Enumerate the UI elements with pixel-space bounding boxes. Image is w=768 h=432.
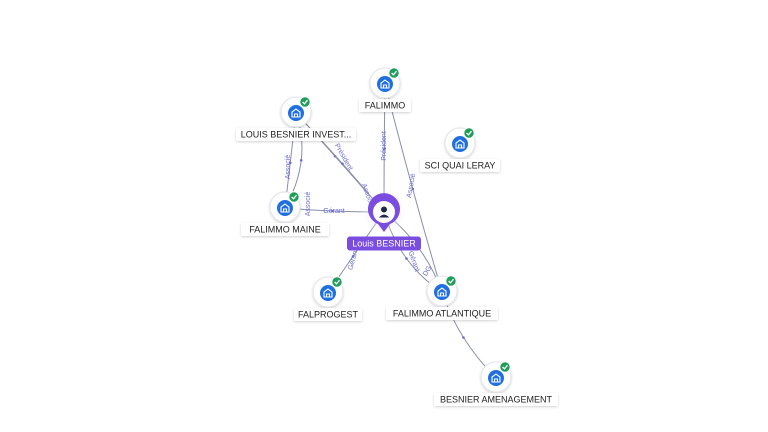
company-node-atlantique[interactable]: FALIMMO ATLANTIQUE: [386, 275, 498, 320]
relation-arrow: [382, 147, 386, 151]
person-label-bg: [347, 236, 421, 251]
company-label: LOUIS BESNIER INVEST...: [241, 130, 352, 140]
check-badge-icon: [445, 275, 457, 287]
check-badge-icon: [499, 361, 511, 373]
company-label: BESNIER AMENAGEMENT: [440, 395, 553, 405]
building-icon: [288, 105, 304, 121]
relation-arrow: [288, 161, 292, 165]
building-icon: [377, 76, 393, 92]
check-badge-icon: [331, 276, 343, 288]
relation-arrow: [299, 158, 303, 162]
check-badge-icon: [288, 191, 300, 203]
company-label-bg: [434, 393, 558, 406]
person-name: Louis BESNIER: [352, 239, 416, 249]
company-label-bg: [241, 223, 329, 236]
company-label: SCI QUAI LERAY: [425, 161, 496, 171]
person-node[interactable]: Louis BESNIER: [347, 186, 421, 251]
company-node-sci[interactable]: SCI QUAI LERAY: [420, 127, 500, 172]
building-icon: [277, 200, 293, 216]
nodes-layer: FALIMMO LOUIS BESNIER INVEST... SCI QUAI L…: [236, 67, 558, 406]
company-label-bg: [359, 99, 411, 112]
building-icon: [488, 370, 504, 386]
relation-arrow: [351, 254, 355, 258]
company-label: FALIMMO MAINE: [249, 225, 321, 235]
company-node-falprogest[interactable]: FALPROGEST: [294, 276, 362, 321]
building-icon: [434, 284, 450, 300]
relation-label: Président: [381, 131, 388, 161]
relation-label: Gérant: [323, 208, 344, 215]
building-icon: [452, 136, 468, 152]
check-badge-icon: [299, 96, 311, 108]
relation-label: Gérant: [347, 248, 359, 271]
relation-label: DG: [422, 265, 433, 278]
company-label: FALPROGEST: [298, 310, 359, 320]
relation-arrow: [341, 162, 344, 166]
relation-arrow: [462, 336, 465, 339]
company-node-maine[interactable]: FALIMMO MAINE: [241, 191, 329, 236]
company-label-bg: [294, 308, 362, 321]
building-icon: [320, 285, 336, 301]
company-label: FALIMMO: [365, 101, 406, 111]
relation-label: Associé: [285, 155, 292, 180]
check-badge-icon: [388, 67, 400, 79]
check-badge-icon: [463, 127, 475, 139]
relation-arrow: [411, 187, 415, 191]
person-icon: [378, 206, 390, 218]
relation-label: Associé: [406, 173, 417, 198]
company-label-bg: [420, 159, 500, 172]
relation-arrow: [405, 257, 408, 260]
company-label-bg: [386, 307, 498, 320]
company-label: FALIMMO ATLANTIQUE: [393, 309, 491, 319]
relation-label: Associé: [305, 192, 312, 217]
company-node-lbi[interactable]: LOUIS BESNIER INVEST...: [236, 96, 356, 141]
company-node-amenagement[interactable]: BESNIER AMENAGEMENT: [434, 361, 558, 406]
relation-arrow: [330, 209, 334, 213]
company-node-falimmo[interactable]: FALIMMO: [359, 67, 411, 112]
company-label-bg: [236, 128, 356, 141]
